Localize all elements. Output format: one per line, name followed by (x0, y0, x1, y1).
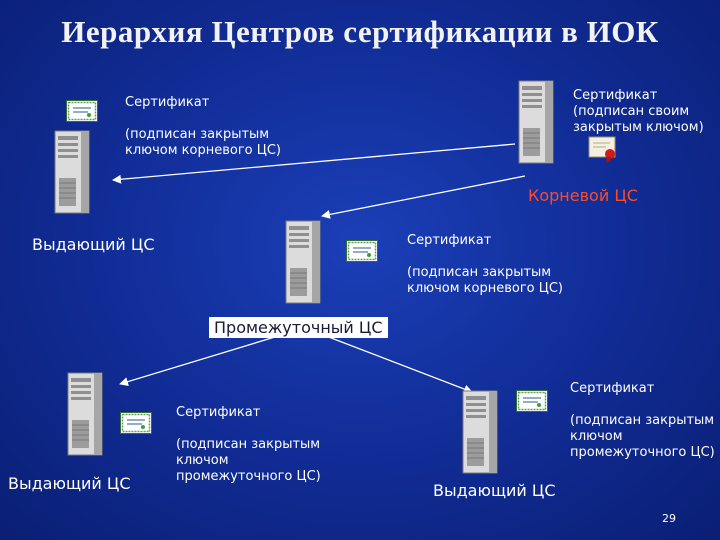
server-icon (518, 80, 554, 164)
page-number: 29 (662, 512, 676, 525)
server-icon (462, 390, 498, 474)
root-ca-label: Корневой ЦС (528, 186, 638, 205)
server-icon (54, 130, 90, 214)
bottom-right-issuing-ca-label: Выдающий ЦС (433, 481, 556, 500)
page-title: Иерархия Центров сертификации в ИОК (61, 14, 659, 49)
certificate-seal-icon (588, 136, 618, 164)
arrow-intermediate-to-bottom-left (119, 329, 299, 386)
arrow-intermediate-to-bottom-right (325, 335, 473, 394)
top-issuing-certificate-text: Сертификат (подписан закрытым ключом кор… (125, 95, 282, 158)
server-icon (285, 220, 321, 304)
certificate-icon (346, 240, 378, 262)
bottom-right-certificate-text: Сертификат (подписан закрытым ключом про… (570, 381, 715, 460)
intermediate-ca-label: Промежуточный ЦС (209, 317, 388, 338)
certificate-icon (516, 390, 548, 412)
bottom-left-certificate-text: Сертификат (подписан закрытым ключом про… (176, 405, 321, 484)
server-icon (67, 372, 103, 456)
certificate-icon (66, 100, 98, 122)
arrow-root-to-top-issuing (112, 143, 516, 184)
certificate-icon (120, 412, 152, 434)
top-issuing-ca-label: Выдающий ЦС (32, 235, 155, 254)
intermediate-certificate-text: Сертификат (подписан закрытым ключом кор… (407, 233, 564, 296)
bottom-left-issuing-ca-label: Выдающий ЦС (8, 474, 131, 493)
arrow-root-to-intermediate (321, 175, 526, 219)
root-certificate-text: Сертификат (подписан своим закрытым ключ… (573, 88, 704, 135)
